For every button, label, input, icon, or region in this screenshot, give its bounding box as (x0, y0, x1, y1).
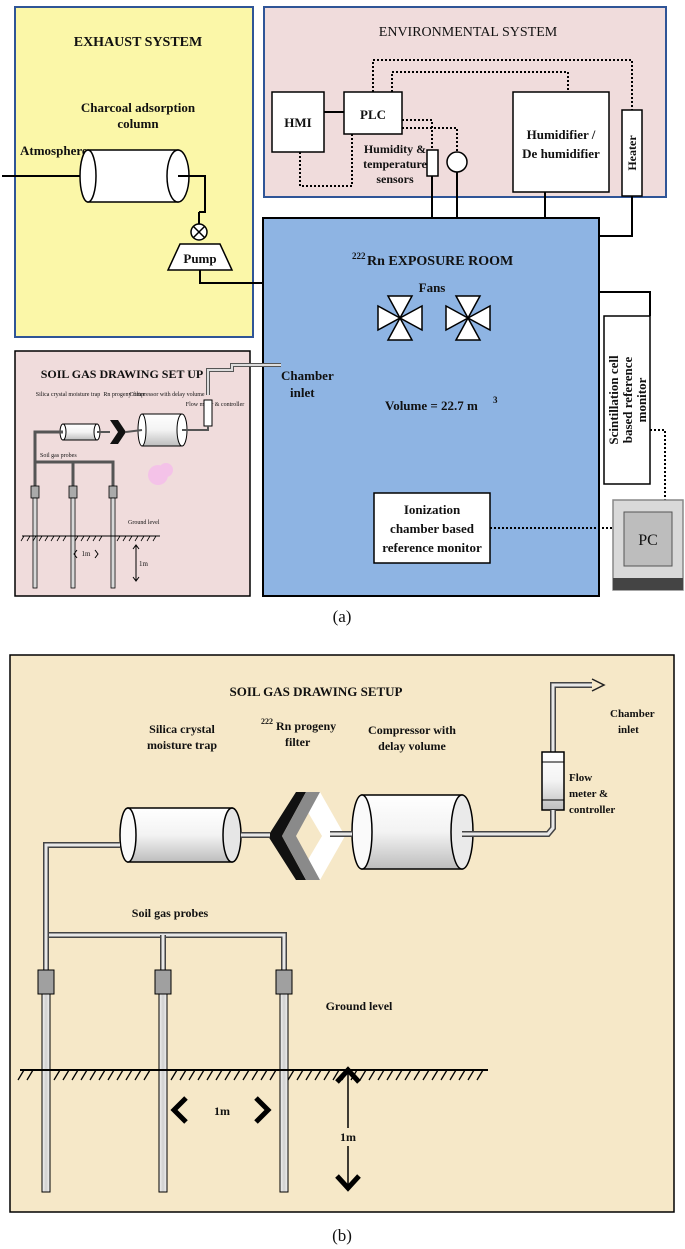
one-m-horizontal: 1m (214, 1104, 230, 1118)
ionization-label-1: Ionization (404, 502, 461, 517)
scintillation-box (603, 315, 651, 485)
pc-icon: PC (612, 499, 684, 591)
room-title: Rn EXPOSURE ROOM (367, 254, 513, 269)
environment-to-room-links (431, 172, 633, 237)
sensors-label-2: temperature (363, 157, 427, 171)
flow-label-1: Flow (569, 772, 592, 784)
soil-small-ground: Ground level (128, 520, 160, 526)
soil-small-box (14, 350, 251, 597)
chamber-inlet-label-2: inlet (290, 385, 315, 400)
charcoal-column (79, 149, 190, 203)
exhaust-system: EXHAUST SYSTEM Charcoal adsorption colum… (2, 6, 263, 338)
pump-label: Pump (183, 251, 216, 266)
atmosphere-label: Atmosphere (20, 143, 88, 158)
hmi-box (271, 91, 325, 153)
probes-label: Soil gas probes (132, 906, 209, 920)
temperature-sensor (446, 151, 468, 173)
charcoal-label-2: column (117, 116, 159, 131)
one-m-vertical: 1m (340, 1130, 356, 1144)
moisture-trap-cylinder (119, 807, 242, 863)
humidifier-label-1: Humidifier / (527, 127, 596, 142)
ionization-label-2: chamber based (390, 521, 475, 536)
silica-label-1: Silica crystal (149, 722, 215, 736)
humidity-sensor (426, 149, 439, 177)
pump-box: Pump (166, 243, 234, 271)
chamber-label-1: Chamber (610, 708, 655, 720)
progeny-label-1: Rn progeny (276, 719, 336, 733)
exhaust-title: EXHAUST SYSTEM (74, 35, 203, 50)
heater-label: Heater (625, 135, 639, 171)
progeny-sup: 222 (261, 717, 273, 726)
ground-label: Ground level (326, 999, 393, 1013)
soil-small-title: SOIL GAS DRAWING SET UP (41, 367, 204, 381)
control-wiring (299, 59, 633, 187)
compressor-label-1: Compressor with (368, 723, 456, 737)
caption-a: (a) (333, 607, 352, 626)
soil-small-progeny: Rn progeny filter (103, 391, 144, 398)
scintillation-label-1: Scintillation cell (606, 355, 621, 445)
charcoal-to-valve-pipe (178, 175, 206, 213)
soil-gas-probe (37, 969, 55, 1193)
plc-box (343, 91, 403, 135)
fans-label: Fans (419, 280, 446, 295)
flow-label-3: controller (569, 804, 615, 816)
soil-small-compressor: Compressor with delay volume (129, 392, 204, 398)
pc-label: PC (638, 532, 658, 549)
soil-small-1m-h: 1m (82, 550, 92, 558)
fan-icon (445, 295, 491, 341)
flow-meter (541, 751, 565, 811)
environmental-system: ENVIRONMENTAL SYSTEM HMI PLC Humidity & … (263, 6, 667, 237)
soil-small-system: SOIL GAS DRAWING SET UP Silica crystal m… (14, 350, 281, 597)
soil-small-silica: Silica crystal moisture trap (36, 392, 100, 398)
soil-gas-probe (154, 969, 172, 1193)
sensors-label-3: sensors (376, 172, 414, 186)
environmental-title: ENVIRONMENTAL SYSTEM (379, 25, 558, 40)
chamber-label-2: inlet (618, 724, 639, 736)
charcoal-label-1: Charcoal adsorption (81, 100, 196, 115)
room-title-sup: 222 (352, 251, 366, 261)
panel-a: EXHAUST SYSTEM Charcoal adsorption colum… (2, 6, 684, 626)
chamber-inlet-label-1: Chamber (281, 368, 334, 383)
volume-label: Volume = 22.7 m (385, 398, 478, 413)
compressor-cylinder (351, 794, 474, 870)
volume-sup: 3 (493, 395, 498, 405)
soil-gas-probe (275, 969, 293, 1193)
soil-small-flow: Flow meter & controller (186, 402, 245, 408)
panel-b: SOIL GAS DRAWING SETUP Chamber inlet Flo… (9, 654, 675, 1245)
flow-label-2: meter & (569, 788, 608, 800)
probe-manifold (43, 842, 287, 970)
compressor-label-2: delay volume (378, 739, 446, 753)
plc-label: PLC (360, 107, 386, 122)
depth-arrows (335, 1066, 361, 1192)
caption-b: (b) (332, 1226, 352, 1245)
humidifier-box (512, 91, 610, 193)
panel-b-title: SOIL GAS DRAWING SETUP (229, 684, 402, 699)
soil-small-1m-v: 1m (139, 560, 149, 568)
soil-small-probes: Soil gas probes (40, 453, 77, 459)
hmi-label: HMI (284, 115, 311, 130)
fan-icon (377, 295, 423, 341)
silica-label-2: moisture trap (147, 738, 217, 752)
ionization-label-3: reference monitor (382, 540, 482, 555)
pump-to-room-pipe (199, 270, 263, 284)
exposure-room: 222 Rn EXPOSURE ROOM Fans Chamber inlet … (262, 217, 600, 597)
distance-arrows (170, 1096, 272, 1124)
progeny-label-2: filter (285, 735, 311, 749)
scintillation-label-3: monitor (634, 377, 649, 422)
scintillation-label-2: based reference (620, 357, 635, 444)
scintillation-monitor: Scintillation cell based reference monit… (599, 291, 666, 500)
ionization-monitor-box (373, 492, 491, 564)
humidifier-label-2: De humidifier (522, 146, 600, 161)
soil-small-probes-drawing (30, 485, 118, 589)
sensors-label-1: Humidity & (364, 142, 426, 156)
valve-icon (190, 223, 208, 241)
